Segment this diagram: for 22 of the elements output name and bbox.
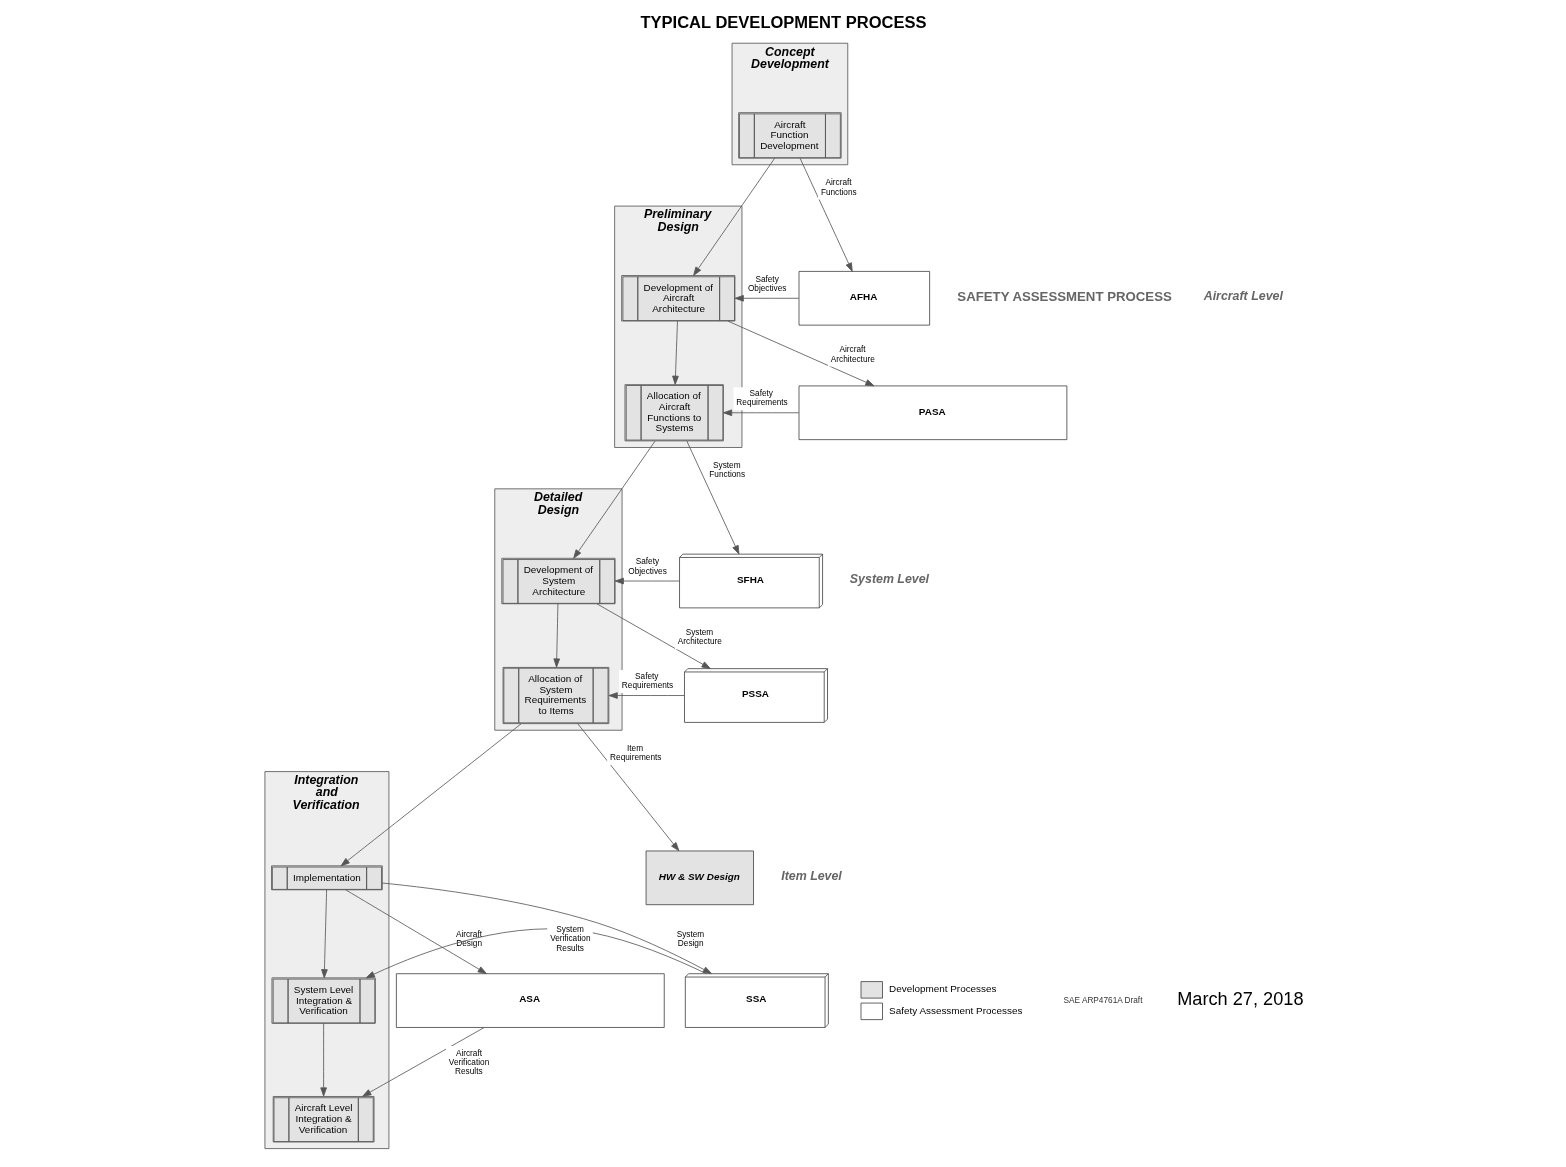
legend-label: Safety Assessment Processes [888,1004,1022,1016]
label: Item Level [780,868,842,883]
edge-label: Item Requirements [609,743,661,763]
edge-label: System Architecture [677,628,722,647]
edge-label: Aircraft Architecture [830,345,875,364]
edge-label: System Design [676,929,704,948]
edge-label: Aircraft Design [455,929,482,948]
edge-label: Aircraft Verification Results [448,1048,489,1076]
edge-label: System Verification Results [549,925,591,953]
diagram-title: TYPICAL DEVELOPMENT PROCESS [639,12,926,32]
label: Aircraft Level [1203,289,1283,304]
edge-label: Safety Objectives [747,274,786,293]
label: SAFETY ASSESSMENT PROCESS [956,288,1172,304]
label: March 27, 2018 [1176,989,1304,1010]
edge-label: Safety Requirements [735,389,788,408]
edge-label: System Functions [708,461,745,480]
edge-label: Safety Objectives [627,557,667,576]
edge-label: Safety Requirements [621,671,673,691]
label: SAE ARP4761A Draft [1063,995,1142,1005]
label: System Level [849,572,929,587]
edge-label: Aircraft Functions [820,178,857,197]
legend-label: Development Processes [888,983,996,995]
